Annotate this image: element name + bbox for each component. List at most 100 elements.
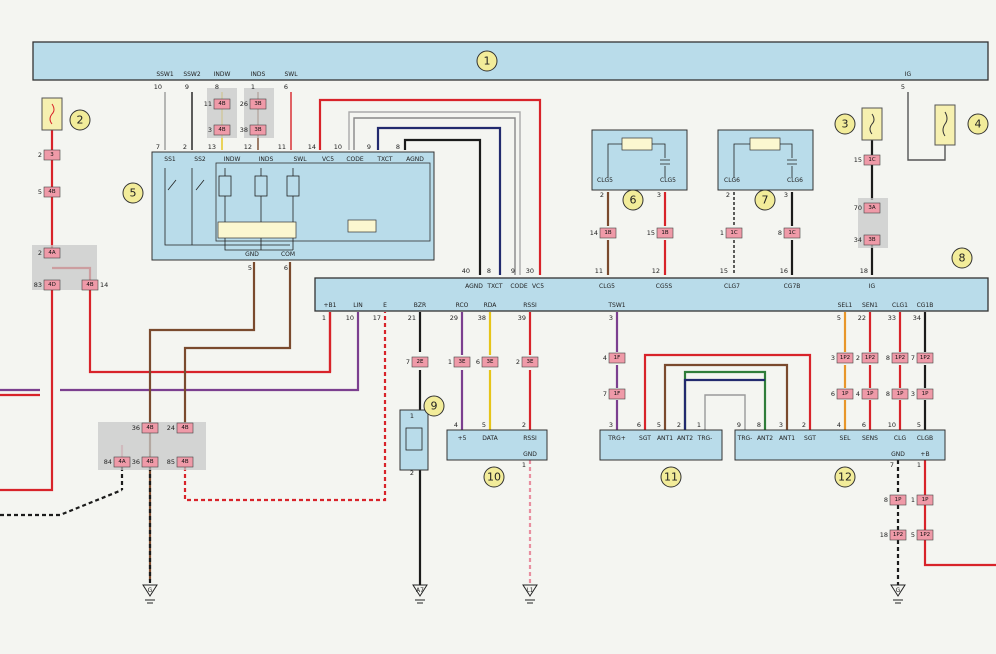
main-top-signal-clg7: CLG7 (724, 283, 740, 290)
connector-pin-indw_a: 11 (204, 100, 212, 108)
main-top-pin-40: 40 (462, 267, 470, 275)
main-top-signal-txct: TXCT (486, 283, 503, 290)
connector-id-c5: 4B (48, 189, 55, 195)
block-11-signal-trgx: TRG- (697, 435, 713, 442)
connector-id-ig_a: 1C (868, 157, 875, 163)
block-5-pin-5: 5 (248, 264, 252, 272)
block-6-signal-b: CLG5 (660, 177, 676, 184)
connector-c5 (43, 186, 61, 198)
connector-id-b12_a: 1P (922, 497, 929, 503)
ground-label-bzr: A7 (416, 587, 424, 594)
main-top-signal-agnd: AGND (465, 283, 483, 290)
block-7-signal-b: CLG6 (787, 177, 803, 184)
main-bottom-signal-sen1: SEN1 (862, 302, 878, 309)
connector-id-sen_a: 1P2 (865, 355, 875, 361)
callout-8 (951, 247, 973, 269)
connector-id-left_85: 4B (181, 459, 188, 465)
main-bottom-signal-tsw1: TSW1 (607, 302, 625, 309)
main-top-pin-16: 16 (780, 267, 788, 275)
main-top-signal-cg7b: CG7B (784, 283, 801, 290)
main-bottom-pin-1: 1 (322, 314, 326, 322)
connector-pin-l36b: 36 (132, 458, 140, 466)
main-top-signal-cg5s: CG5S (656, 283, 673, 290)
callout-2 (69, 109, 91, 131)
main-bottom-pin-34: 34 (913, 314, 921, 322)
callout-6 (622, 189, 644, 211)
block-12-signal-6: CLG (894, 435, 907, 442)
bus-1-signal-SSW1: SSW1 (156, 71, 174, 78)
connector-id-indw_b: 4B (218, 127, 225, 133)
block-5-pin-6: 6 (284, 264, 288, 272)
bus-1-pin-INDW: 8 (215, 83, 219, 91)
connector-pin-sen_a: 2 (856, 354, 860, 362)
connector-clg_a (891, 352, 909, 364)
block-11-signal-ant1: ANT1 (657, 435, 673, 442)
connector-id-tsw_b: 1F (614, 391, 621, 397)
block-6-pin-b: 3 (657, 191, 661, 199)
connector-rda_a (481, 356, 499, 368)
block-5-signal-com: COM (281, 251, 295, 258)
main-top-signal-vc5: VC5 (532, 283, 544, 290)
main-bottom-signal-lin: LIN (353, 302, 363, 309)
connector-id-sel_a: 1P2 (840, 355, 850, 361)
connector-pin-c5: 5 (38, 188, 42, 196)
connector-c4B (81, 279, 99, 291)
block-12-pin-1: 8 (757, 421, 761, 429)
block-5-pin-12: 12 (244, 143, 252, 151)
main-bottom-signal-rco: RCO (456, 302, 469, 309)
block-5-pin-7: 7 (156, 143, 160, 151)
block-5-pin-9: 9 (367, 143, 371, 151)
block-5-pin-14: 14 (308, 143, 316, 151)
connector-id-sel_b: 1P (842, 391, 849, 397)
connector-pin-clg_b: 8 (886, 390, 890, 398)
block-9-pin-2: 2 (410, 469, 414, 477)
connector-id-b6_l: 1B (604, 230, 611, 236)
block-12-signal-8: GND (891, 451, 905, 458)
callout-5 (122, 182, 144, 204)
connector-b12_b (916, 529, 934, 541)
connector-pin-c4B_l: 83 (34, 281, 42, 289)
connector-id-rda_a: 3E (487, 359, 494, 365)
callout-10 (483, 466, 505, 488)
connector-pin-rssi: 2 (516, 358, 520, 366)
main-bottom-signal-rssi: RSSI (523, 302, 537, 309)
connector-id-c4A: 4A (48, 250, 55, 256)
connector-left_85 (176, 456, 194, 468)
connector-id-rco_a: 3E (459, 359, 466, 365)
connector-id-b6_r: 1B (661, 230, 668, 236)
main-bottom-pin-5: 5 (837, 314, 841, 322)
connector-id-indw_a: 4B (218, 101, 225, 107)
connector-sen_b (861, 388, 879, 400)
connector-inds_a (249, 98, 267, 110)
block-5-signal-indw: INDW (224, 156, 241, 163)
block-12-signal-1: ANT2 (757, 435, 773, 442)
connector-pin-indw_b: 3 (208, 126, 212, 134)
block-12-pin-6: 10 (888, 421, 896, 429)
connector-tsw_a (608, 352, 626, 364)
connector-pin-tsw_a: 4 (603, 354, 607, 362)
connector-pin-sel_a: 3 (831, 354, 835, 362)
main-bottom-signal-clg1: CLG1 (892, 302, 908, 309)
connector-pin-c4A_l: 2 (38, 249, 42, 257)
connector-tsw_b (608, 388, 626, 400)
callout-label-7: 7 (762, 194, 769, 207)
main-bottom-pin-21: 21 (408, 314, 416, 322)
block-7-heater (749, 137, 781, 151)
block-11-pin-1: 1 (697, 421, 701, 429)
block-11-pin-6: 6 (637, 421, 641, 429)
block-10-pin-1: 1 (522, 461, 526, 469)
bus-1-pin-INDS: 1 (251, 83, 255, 91)
connector-id-cgb_b: 1P (922, 391, 929, 397)
connector-c4D (43, 279, 61, 291)
main-bottom-signal-cg1b: CG1B (917, 302, 934, 309)
block-5-signal-ss1: SS1 (164, 156, 176, 163)
connector-cgb_a (916, 352, 934, 364)
block-10-pin-5: 5 (482, 421, 486, 429)
connector-pin-b7_l: 1 (720, 229, 724, 237)
block-5-pin-11: 11 (278, 143, 286, 151)
block-5-coil (347, 219, 377, 233)
connector-clg_b (891, 388, 909, 400)
block-10-pin-4: 4 (454, 421, 458, 429)
connector-pin-c2: 2 (38, 151, 42, 159)
